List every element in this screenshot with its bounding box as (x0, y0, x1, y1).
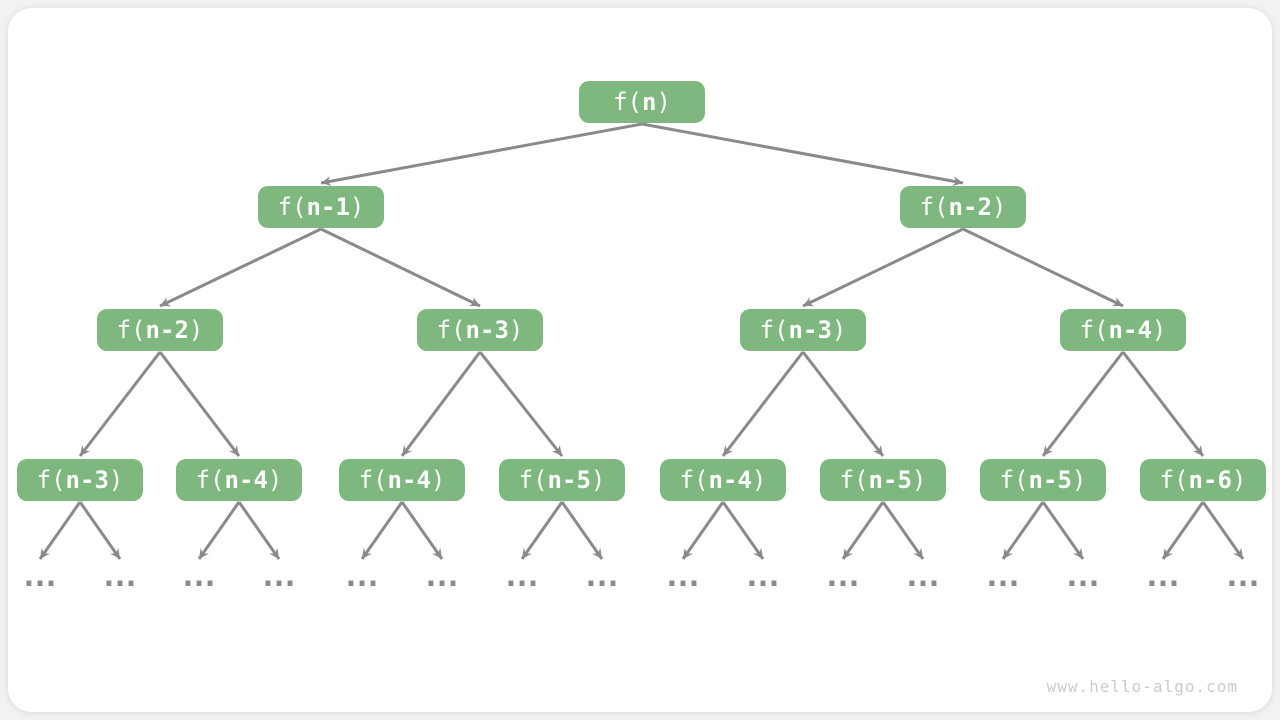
node-label-post: ) (1151, 316, 1167, 344)
ellipsis-leaf: ... (178, 559, 219, 594)
node-label-arg: n-3 (788, 316, 832, 344)
node-label-post: ) (267, 466, 283, 494)
ellipsis-leaf: ... (341, 559, 382, 594)
node-label-arg: n-6 (1188, 466, 1232, 494)
node-label-post: ) (831, 316, 847, 344)
tree-node-n8: f(n-4) (176, 459, 302, 501)
node-label-pre: f( (613, 88, 642, 116)
node-label-pre: f( (999, 466, 1029, 494)
node-label-arg: n-4 (708, 466, 752, 494)
tree-node-n0: f(n) (579, 81, 705, 123)
ellipsis-leaf: ... (1142, 559, 1183, 594)
tree-node-n11: f(n-4) (660, 459, 786, 501)
ellipsis-leaf: ... (662, 559, 703, 594)
node-label-pre: f( (116, 316, 146, 344)
node-label-post: ) (911, 466, 927, 494)
node-label-post: ) (1231, 466, 1247, 494)
node-label-post: ) (751, 466, 767, 494)
tree-node-n6: f(n-4) (1060, 309, 1186, 351)
node-label-pre: f( (1159, 466, 1189, 494)
tree-node-n3: f(n-2) (97, 309, 223, 351)
node-label-arg: n-2 (948, 193, 992, 221)
node-label-post: ) (349, 193, 365, 221)
node-label-post: ) (508, 316, 524, 344)
node-label-post: ) (188, 316, 204, 344)
ellipsis-leaf: ... (982, 559, 1023, 594)
ellipsis-leaf: ... (742, 559, 783, 594)
ellipsis-leaf: ... (902, 559, 943, 594)
node-label-arg: n-1 (306, 193, 350, 221)
ellipsis-leaf: ... (822, 559, 863, 594)
node-label-arg: n-4 (387, 466, 431, 494)
node-label-arg: n (642, 88, 657, 116)
node-label-arg: n-5 (1028, 466, 1072, 494)
node-label-post: ) (656, 88, 671, 116)
tree-node-n9: f(n-4) (339, 459, 465, 501)
node-label-pre: f( (358, 466, 388, 494)
tree-node-n2: f(n-2) (900, 186, 1026, 228)
node-label-arg: n-3 (465, 316, 509, 344)
node-label-arg: n-2 (145, 316, 189, 344)
node-label-pre: f( (436, 316, 466, 344)
tree-node-n12: f(n-5) (820, 459, 946, 501)
node-label-arg: n-4 (1108, 316, 1152, 344)
ellipsis-leaf: ... (1222, 559, 1263, 594)
node-label-pre: f( (36, 466, 66, 494)
node-label-post: ) (590, 466, 606, 494)
ellipsis-leaf: ... (99, 559, 140, 594)
tree-node-n1: f(n-1) (258, 186, 384, 228)
ellipsis-leaf: ... (421, 559, 462, 594)
node-label-post: ) (991, 193, 1007, 221)
tree-node-n4: f(n-3) (417, 309, 543, 351)
node-label-arg: n-4 (224, 466, 268, 494)
node-label-pre: f( (518, 466, 548, 494)
node-label-pre: f( (759, 316, 789, 344)
node-label-arg: n-3 (65, 466, 109, 494)
ellipsis-leaf: ... (19, 559, 60, 594)
node-label-post: ) (108, 466, 124, 494)
node-label-arg: n-5 (547, 466, 591, 494)
ellipsis-leaf: ... (501, 559, 542, 594)
ellipsis-leaf: ... (1062, 559, 1103, 594)
watermark: www.hello-algo.com (1046, 677, 1238, 696)
tree-node-n13: f(n-5) (980, 459, 1106, 501)
node-label-pre: f( (195, 466, 225, 494)
node-label-pre: f( (679, 466, 709, 494)
node-label-post: ) (430, 466, 446, 494)
ellipsis-leaf: ... (581, 559, 622, 594)
node-label-post: ) (1071, 466, 1087, 494)
tree-node-n10: f(n-5) (499, 459, 625, 501)
node-label-pre: f( (919, 193, 949, 221)
node-label-pre: f( (277, 193, 307, 221)
tree-node-n5: f(n-3) (740, 309, 866, 351)
ellipsis-leaf: ... (258, 559, 299, 594)
tree-node-n14: f(n-6) (1140, 459, 1266, 501)
tree-node-n7: f(n-3) (17, 459, 143, 501)
node-label-pre: f( (1079, 316, 1109, 344)
node-label-arg: n-5 (868, 466, 912, 494)
node-label-pre: f( (839, 466, 869, 494)
